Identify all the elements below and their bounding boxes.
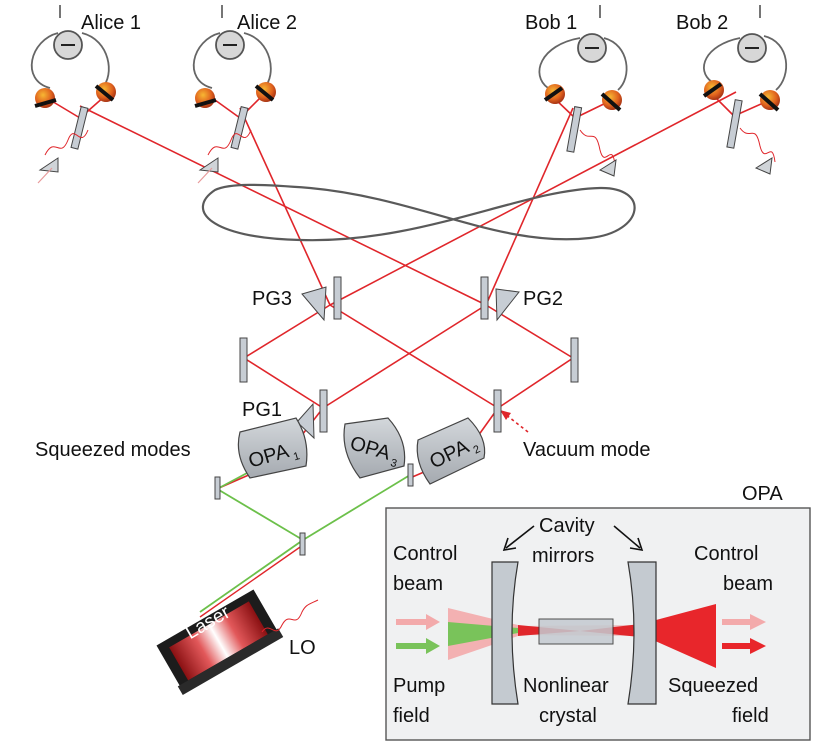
- arrow-left-mirror: [505, 525, 535, 549]
- receiver-bob1: [538, 5, 628, 177]
- squeezed-output-beam: [626, 604, 716, 668]
- beamsplitter-pg3: [333, 276, 342, 320]
- beam-to-alice1: [79, 105, 487, 306]
- opa2-subscript: 2: [472, 443, 483, 456]
- opa1-subscript: 1: [292, 450, 301, 463]
- label-alice1: Alice 1: [81, 12, 141, 34]
- mirror-pump-left: [214, 476, 221, 500]
- label-squeezed-2: field: [732, 705, 769, 727]
- mirror-pump-right: [407, 463, 414, 487]
- label-squeezed-1: Squeezed: [668, 675, 758, 697]
- beam-vac-to-pg3: [329, 304, 499, 409]
- label-bob2: Bob 2: [676, 12, 728, 34]
- inset-title: OPA: [742, 483, 783, 505]
- labels: Alice 1 Alice 2 Bob 1 Bob 2 PG3 PG2 PG1 …: [35, 12, 728, 659]
- phase-gate-pg3-icon: [301, 286, 327, 322]
- label-squeezed-modes: Squeezed modes: [35, 439, 191, 461]
- label-control-right-1: Control: [694, 543, 758, 565]
- receiver-alice2: [192, 5, 276, 184]
- label-control-left-1: Control: [393, 543, 457, 565]
- beamsplitter-icon: [566, 106, 583, 153]
- label-control-right-2: beam: [723, 573, 773, 595]
- label-pg3: PG3: [252, 288, 292, 310]
- beam-to-alice2: [239, 107, 331, 306]
- beamsplitter-icon: [230, 106, 249, 150]
- entanglement-loop: [202, 183, 636, 242]
- label-pump-2: field: [393, 705, 430, 727]
- nonlinear-crystal-icon: [538, 618, 614, 645]
- opa-2: [416, 417, 486, 485]
- label-bob1: Bob 1: [525, 12, 577, 34]
- opa-3: [343, 417, 406, 479]
- receiver-bob2: [702, 5, 788, 175]
- label-control-left-2: beam: [393, 573, 443, 595]
- label-alice2: Alice 2: [237, 12, 297, 34]
- beam-to-bob1: [485, 107, 574, 306]
- label-pg2: PG2: [523, 288, 563, 310]
- label-pump-1: Pump: [393, 675, 445, 697]
- local-oscillator-wave: [261, 599, 319, 633]
- cavity-mirror-right-icon: [627, 561, 657, 705]
- label-lo: LO: [289, 637, 316, 659]
- beamsplitter-icon: [70, 106, 89, 150]
- mirror-left: [239, 337, 248, 383]
- opa-1: [237, 417, 308, 479]
- phase-gate-pg2-icon: [495, 288, 520, 322]
- beam-pg1-to-pg2: [322, 304, 487, 409]
- opa3-subscript: 3: [389, 457, 398, 470]
- beamsplitter-vacuum: [493, 389, 502, 433]
- optics-network: [214, 276, 579, 556]
- cavity-mirror-left-icon: [491, 561, 519, 705]
- label-vacuum-mode: Vacuum mode: [523, 439, 650, 461]
- beamsplitter-pg1: [319, 389, 328, 433]
- beamsplitter-pump: [299, 532, 306, 556]
- vacuum-arrow: [500, 410, 529, 433]
- beamsplitter-pg2: [480, 276, 489, 320]
- label-cavity: Cavity: [539, 515, 595, 537]
- opa-inset-panel: OPA Cavity mirrors Control beam: [385, 483, 811, 741]
- label-crystal-1: Nonlinear: [523, 675, 609, 697]
- label-crystal-2: crystal: [539, 705, 597, 727]
- beamsplitter-icon: [726, 99, 743, 149]
- laser-source: [156, 589, 284, 695]
- mirror-right: [570, 337, 579, 383]
- phase-gate-pg1-icon: [296, 402, 315, 440]
- receiver-alice1: [30, 5, 116, 184]
- arrow-right-mirror: [613, 525, 641, 549]
- beam-left-diamond: [242, 304, 331, 409]
- label-pg1: PG1: [242, 399, 282, 421]
- label-mirrors: mirrors: [532, 545, 594, 567]
